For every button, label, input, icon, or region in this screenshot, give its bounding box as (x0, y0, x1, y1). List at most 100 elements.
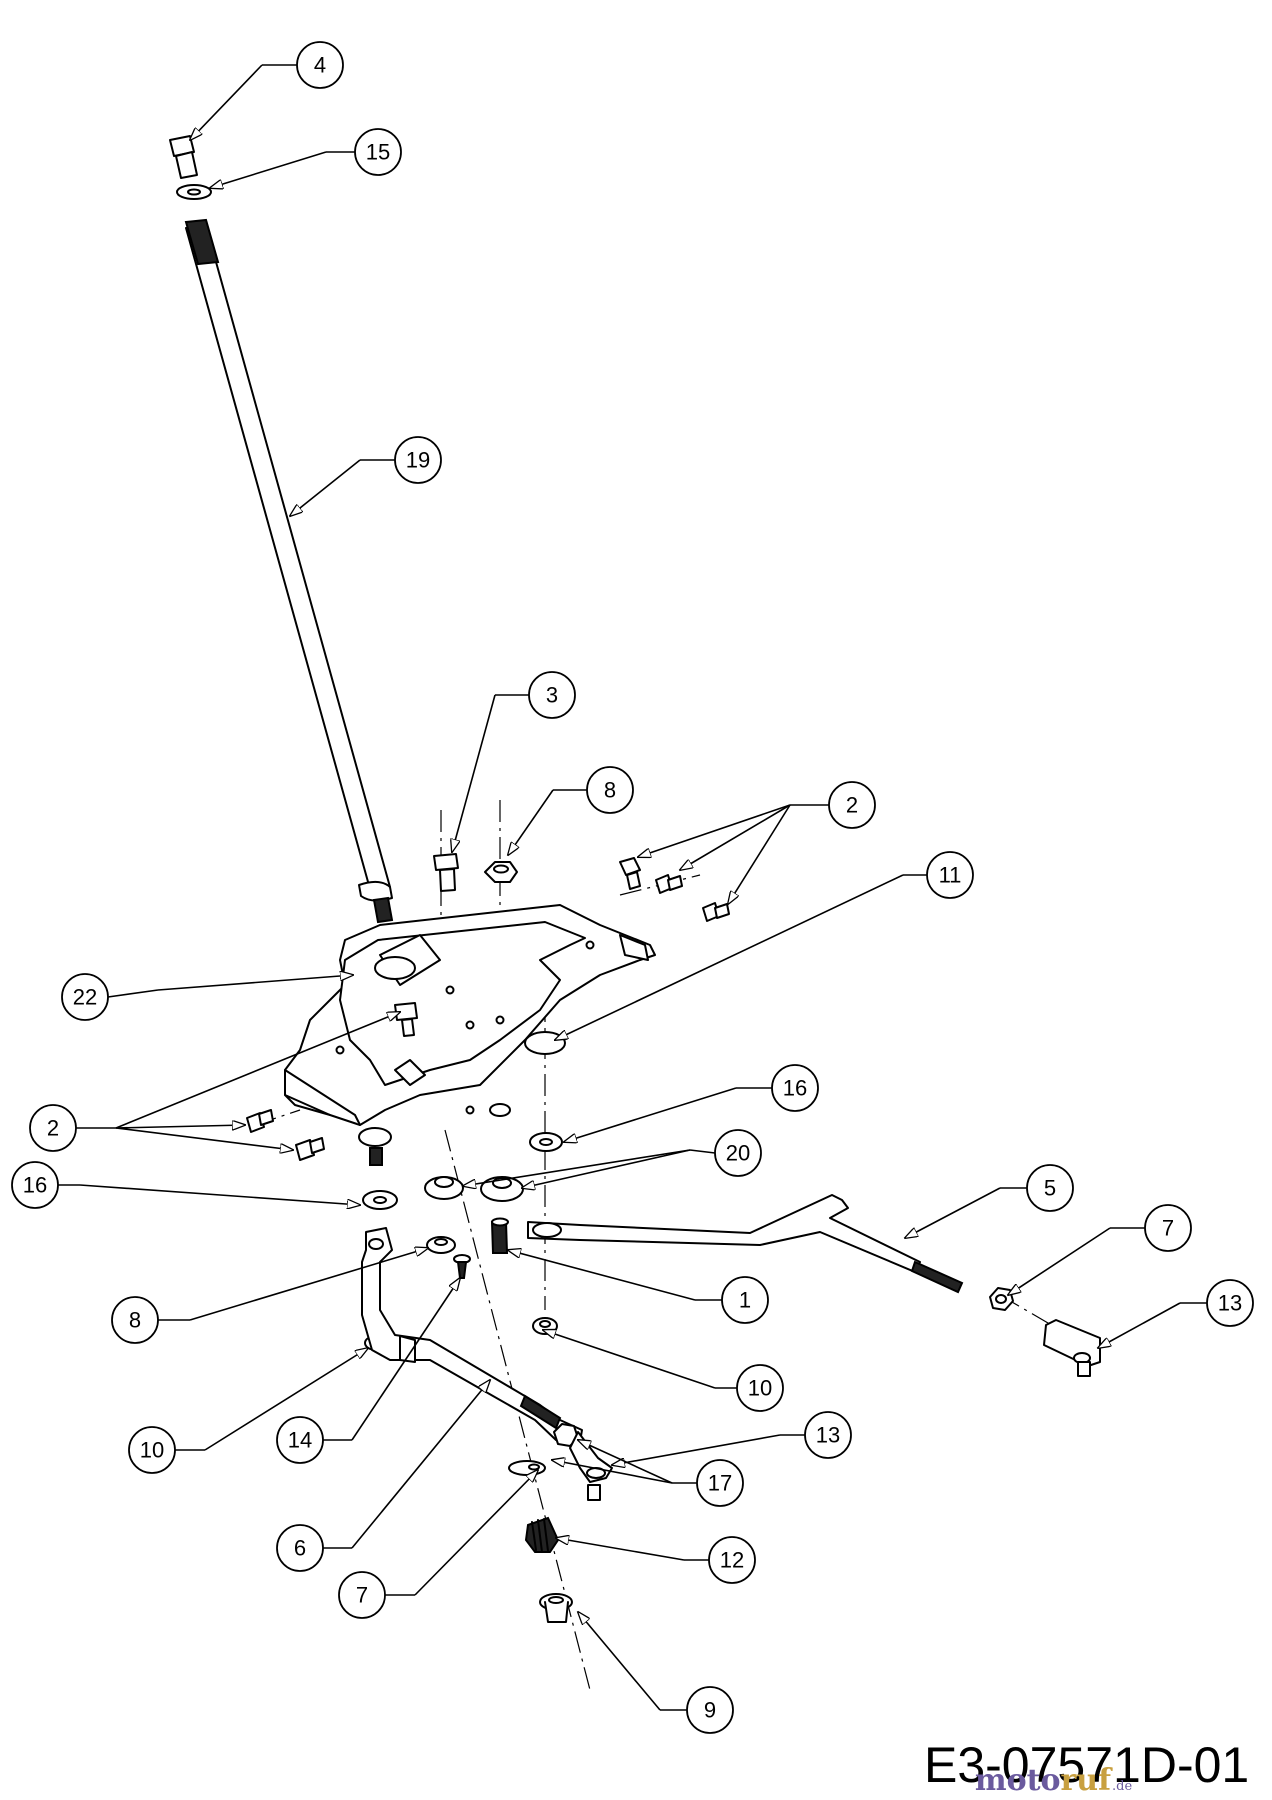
leader-arrow (157, 975, 353, 991)
svg-text:motoruf: motoruf (975, 1763, 1113, 1798)
leader-arrow (79, 1184, 360, 1205)
callout-bubble (528, 671, 576, 719)
leader-arrow (115, 1012, 400, 1129)
callout-2: 2 (29, 1012, 400, 1152)
callout-number: 8 (604, 778, 616, 803)
callout-6: 6 (276, 1380, 490, 1572)
screw-2-lower-a (246, 1109, 274, 1133)
leader-arrow (612, 1434, 781, 1465)
leader-arrow (555, 874, 904, 1040)
leader-arrow (556, 1538, 685, 1561)
callout-19: 19 (290, 436, 442, 516)
leader-arrow (189, 1248, 428, 1321)
callout-number: 8 (129, 1308, 141, 1333)
callout-bubble (296, 41, 344, 89)
callout-bubble (771, 1064, 819, 1112)
callout-bubble (721, 1276, 769, 1324)
callout-10: 10 (543, 1330, 784, 1412)
callout-number: 1 (739, 1288, 751, 1313)
callout-10: 10 (128, 1348, 368, 1474)
washer-16-right (529, 1132, 563, 1152)
callout-bubble (714, 1129, 762, 1177)
leader-arrow (115, 1127, 293, 1150)
callout-7: 7 (338, 1470, 538, 1619)
leader-arrow (351, 1380, 490, 1549)
callout-14: 14 (276, 1278, 460, 1464)
callout-bubble (686, 1686, 734, 1734)
washer-15 (176, 184, 212, 200)
leader-arrow (522, 1149, 691, 1188)
leader-arrow (543, 1330, 716, 1389)
steering-shaft (184, 218, 394, 924)
bushing-20-right (480, 1176, 524, 1202)
leader-line (107, 989, 159, 998)
callout-8: 8 (508, 766, 634, 855)
leader-arrow (115, 1125, 245, 1128)
callout-5: 5 (905, 1164, 1074, 1238)
callout-7: 7 (1008, 1204, 1192, 1295)
gear-12 (524, 1516, 560, 1553)
callout-bubble (1026, 1164, 1074, 1212)
callout-bubble (586, 766, 634, 814)
callout-bubble (394, 436, 442, 484)
washer-17 (508, 1460, 546, 1476)
callout-16: 16 (564, 1064, 819, 1142)
callout-number: 10 (748, 1376, 772, 1401)
leader-arrow (508, 1250, 696, 1301)
ball-joint-13-right (1043, 1319, 1101, 1377)
screw-2-lower-b (295, 1137, 325, 1161)
leader-arrow (452, 694, 496, 852)
leader-arrow (351, 1278, 460, 1441)
drawing-code-label: E3-07571D-01 (924, 1737, 1249, 1793)
bolt-3 (433, 853, 459, 892)
callout-number: 22 (73, 985, 97, 1010)
callout-number: 5 (1044, 1176, 1056, 1201)
callout-number: 7 (1162, 1216, 1174, 1241)
leader-arrow (290, 459, 361, 516)
pin-1 (490, 1217, 509, 1254)
callout-bubble (11, 1161, 59, 1209)
callout-bubble (1144, 1204, 1192, 1252)
screw-2-upper-b (655, 874, 683, 894)
leader-arrow (1008, 1227, 1111, 1295)
callout-number: 14 (288, 1428, 312, 1453)
callout-number: 3 (546, 683, 558, 708)
leader-arrow (508, 789, 554, 855)
bolt-4 (169, 135, 198, 179)
leader-arrow (463, 1149, 691, 1186)
leader-arrow (578, 1612, 661, 1711)
screw-2-upper-c (702, 902, 730, 922)
callout-8: 8 (111, 1248, 428, 1344)
leader-arrow (638, 804, 791, 857)
callout-bubble (29, 1104, 77, 1152)
callout-20: 20 (463, 1129, 762, 1188)
callout-bubble (276, 1524, 324, 1572)
callout-number: 11 (939, 863, 962, 888)
leader-arrow (190, 64, 263, 140)
flange-nut-9 (539, 1593, 573, 1623)
drag-link-5 (527, 1194, 964, 1294)
callout-number: 7 (356, 1583, 368, 1608)
callout-13: 13 (1098, 1279, 1254, 1348)
callout-bubble (61, 973, 109, 1021)
callout-number: 15 (366, 140, 390, 165)
nut-8-lower (426, 1236, 456, 1254)
callout-bubble (128, 1426, 176, 1474)
callout-number: 12 (720, 1548, 744, 1573)
callout-9: 9 (578, 1612, 734, 1734)
callout-bubble (354, 128, 402, 176)
callout-bubble (696, 1459, 744, 1507)
callout-bubble (926, 851, 974, 899)
callout-11: 11 (555, 851, 974, 1040)
callout-number: 2 (47, 1116, 59, 1141)
leader-arrow (905, 1187, 1001, 1238)
leader-arrow (680, 804, 791, 870)
leader-arrow (414, 1470, 538, 1596)
leader-arrow (564, 1087, 737, 1142)
callout-bubble (828, 781, 876, 829)
bushing-20-left (424, 1176, 464, 1200)
callout-number: 16 (23, 1173, 47, 1198)
leader-arrow (578, 1440, 673, 1484)
callout-bubble (708, 1536, 756, 1584)
